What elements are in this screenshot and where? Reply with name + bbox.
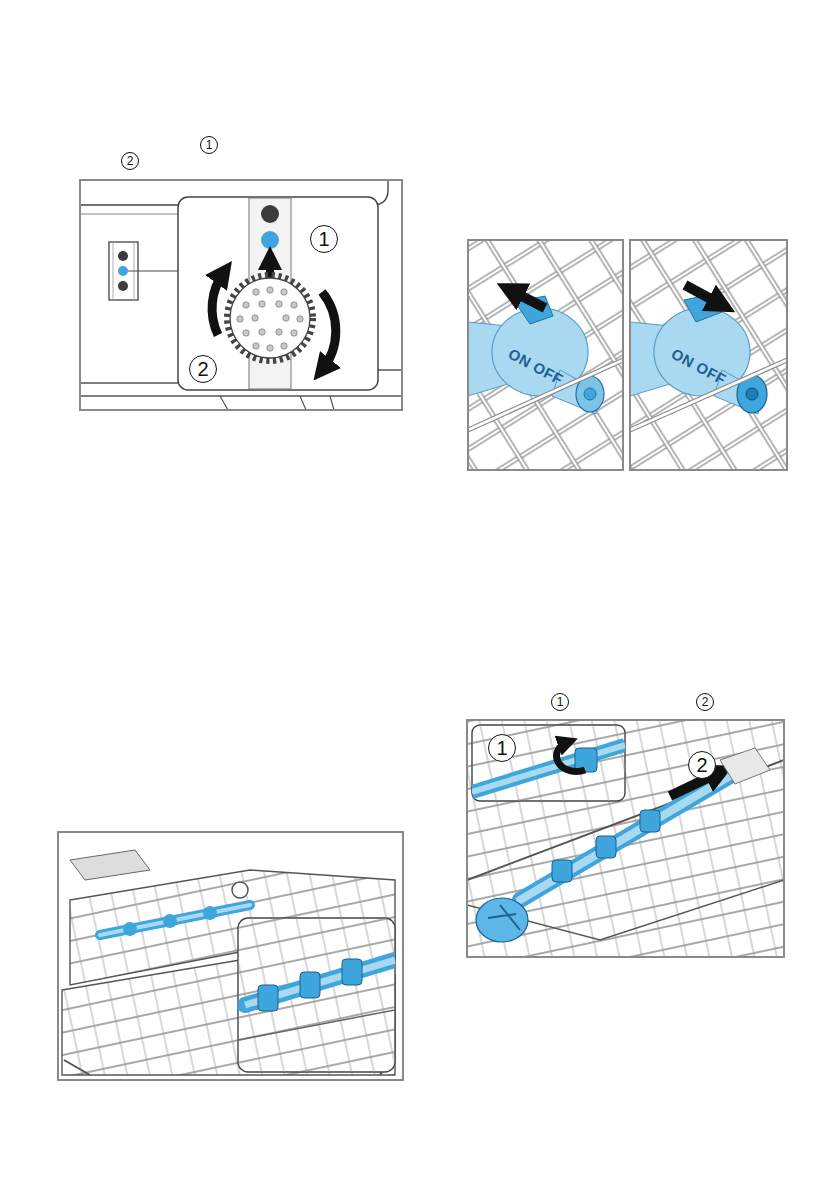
callout-number: 1 (488, 734, 516, 762)
callout-number: 2 (189, 355, 217, 383)
callout-number: 1 (310, 225, 338, 253)
callout-number: 1 (200, 136, 218, 154)
callout-number: 1 (551, 693, 569, 711)
callout-number: 2 (688, 751, 716, 779)
callout-number: 2 (696, 693, 714, 711)
callout-number: 2 (121, 152, 139, 170)
